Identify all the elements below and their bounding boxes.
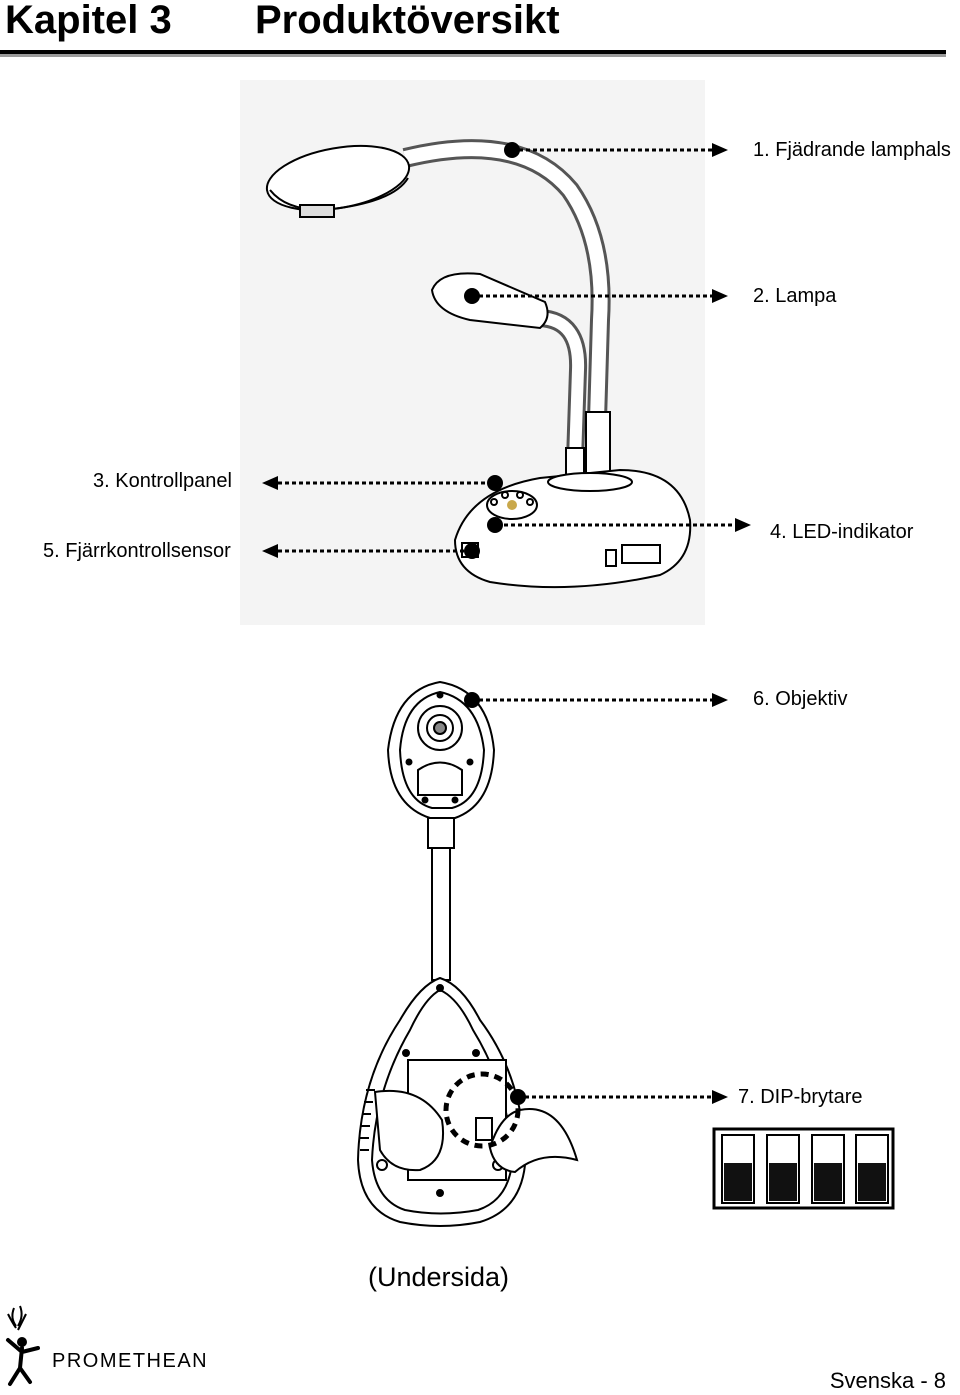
- callout-led-indicator: 4. LED-indikator: [770, 521, 914, 543]
- callout-control-panel: 3. Kontrollpanel: [93, 470, 232, 492]
- callout-flexible-neck: 1. Fjädrande lamphals: [753, 139, 951, 161]
- callout-connectors-bottom: [472, 698, 712, 1099]
- camera-underside-illustration: [356, 680, 579, 1227]
- page-header: Kapitel 3 Produktöversikt: [0, 0, 960, 60]
- header-rule: [0, 50, 946, 54]
- logo-text: PROMETHEAN: [52, 1350, 209, 1372]
- page-title: Produktöversikt: [255, 0, 560, 42]
- promethean-logo-icon: [6, 1305, 40, 1386]
- underside-caption: (Undersida): [368, 1262, 510, 1292]
- callout-lamp: 2. Lampa: [753, 285, 837, 307]
- callout-connectors-top: [278, 148, 735, 553]
- dip-switch-detail: [712, 1127, 895, 1210]
- callout-dip-switch: 7. DIP-brytare: [738, 1086, 863, 1108]
- header-rule-shadow: [0, 54, 946, 57]
- camera-side-illustration: [240, 80, 705, 625]
- callout-lens: 6. Objektiv: [753, 688, 848, 710]
- chapter-label: Kapitel 3: [5, 0, 172, 42]
- callout-markers-top: [262, 142, 751, 559]
- callout-markers-bottom: [464, 692, 728, 1105]
- page-footer: Svenska - 8: [829, 1368, 946, 1393]
- callout-remote-sensor: 5. Fjärrkontrollsensor: [43, 540, 231, 562]
